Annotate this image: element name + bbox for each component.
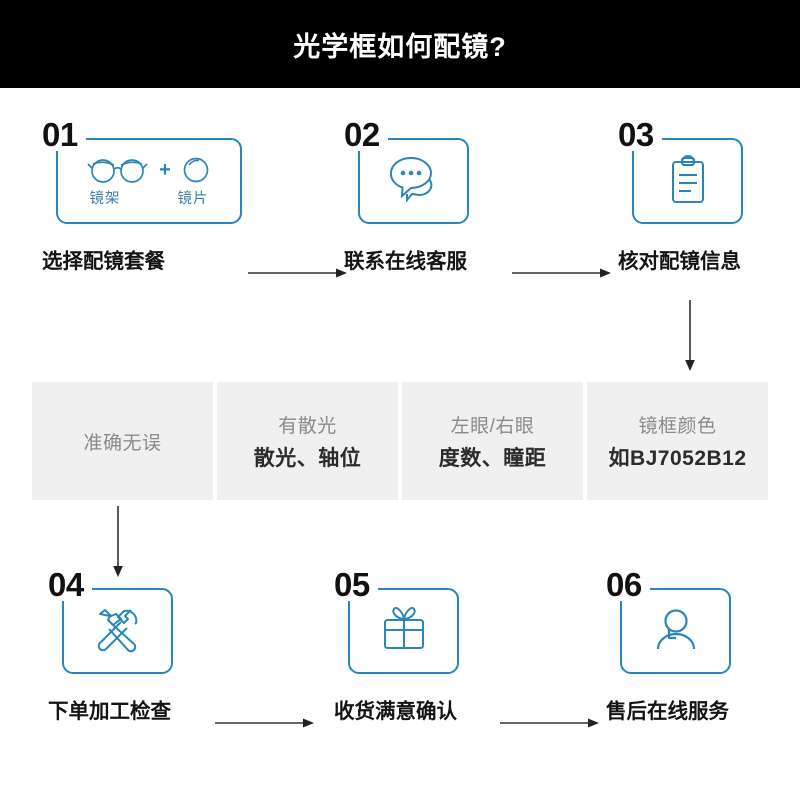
step-05-number: 05 (334, 566, 372, 603)
step-05-box: 05 (334, 568, 459, 674)
step-03-box: 03 (618, 118, 743, 224)
info-box-4: 镜框颜色 如BJ7052B12 (587, 382, 768, 500)
step-04-frame-border (62, 588, 173, 674)
glasses-frame-and-lens-icon: + 镜架 镜片 (56, 138, 242, 224)
arrow-step3-to-info4 (685, 300, 695, 371)
hammer-wrench-icon (62, 588, 173, 674)
step-01-box: 01 + (42, 118, 242, 224)
step-card-04[interactable]: 04 下单加工检查 (48, 568, 248, 723)
gift-box-icon (348, 588, 459, 674)
info-box-1: 准确无误 (32, 382, 213, 500)
step-06-frame-border (620, 588, 731, 674)
sub-label-lens: 镜片 (177, 191, 209, 207)
info-box-4-top: 镜框颜色 (638, 415, 717, 437)
arrow-step1-to-step2 (248, 268, 347, 278)
step-01-frame-border (56, 138, 242, 224)
info-box-3: 左眼/右眼 度数、瞳距 (402, 382, 583, 500)
step-04-box: 04 (48, 568, 173, 674)
infographic-stage: 01 + (0, 88, 800, 800)
info-box-1-text: 准确无误 (83, 432, 162, 454)
info-box-row: 准确无误 有散光 散光、轴位 左眼/右眼 度数、瞳距 镜框颜色 如BJ7052B… (32, 382, 768, 500)
step-05-caption: 收货满意确认 (334, 700, 457, 723)
page-title: 光学框如何配镜? (293, 31, 507, 62)
info-box-3-top: 左眼/右眼 (450, 415, 535, 437)
step-01-caption: 选择配镜套餐 (42, 250, 165, 273)
arrow-info1-to-step4 (113, 506, 123, 577)
arrow-step2-to-step3 (512, 268, 611, 278)
step-card-01[interactable]: 01 + (42, 118, 242, 273)
lens-icon (183, 157, 209, 183)
step-06-caption: 售后在线服务 (606, 700, 729, 723)
user-person-icon (620, 588, 731, 674)
step-02-number: 02 (344, 116, 382, 153)
page-header: 光学框如何配镜? (0, 0, 800, 88)
info-box-4-bottom: 如BJ7052B12 (608, 446, 747, 470)
step-06-box: 06 (606, 568, 731, 674)
info-box-3-bottom: 度数、瞳距 (438, 446, 547, 470)
step-card-02[interactable]: 02 联系在线客服 (344, 118, 544, 273)
info-box-2-bottom: 散光、轴位 (253, 446, 362, 470)
arrow-step4-to-step5 (215, 718, 314, 728)
glasses-icon (87, 159, 148, 183)
step-03-frame-border (632, 138, 743, 224)
step-04-number: 04 (48, 566, 86, 603)
step-03-number: 03 (618, 116, 656, 153)
step-02-frame-border (358, 138, 469, 224)
step-01-sub-labels: 镜架 镜片 (75, 187, 223, 208)
clipboard-icon (632, 138, 743, 224)
step-card-06[interactable]: 06 售后在线服务 (606, 568, 800, 723)
step-01-number: 01 (42, 116, 80, 153)
step-04-caption: 下单加工检查 (48, 700, 171, 723)
chat-bubble-icon (358, 138, 469, 224)
step-card-03[interactable]: 03 核对配镜信息 (618, 118, 800, 273)
plus-sign: + (159, 159, 171, 181)
info-box-2-top: 有散光 (278, 415, 337, 437)
step-03-caption: 核对配镜信息 (618, 250, 741, 273)
step-card-05[interactable]: 05 收货满意确认 (334, 568, 534, 723)
step-02-box: 02 (344, 118, 469, 224)
info-box-2: 有散光 散光、轴位 (217, 382, 398, 500)
sub-label-frame: 镜架 (89, 191, 121, 207)
step-06-number: 06 (606, 566, 644, 603)
step-02-caption: 联系在线客服 (344, 250, 467, 273)
arrow-step5-to-step6 (500, 718, 599, 728)
step-05-frame-border (348, 588, 459, 674)
